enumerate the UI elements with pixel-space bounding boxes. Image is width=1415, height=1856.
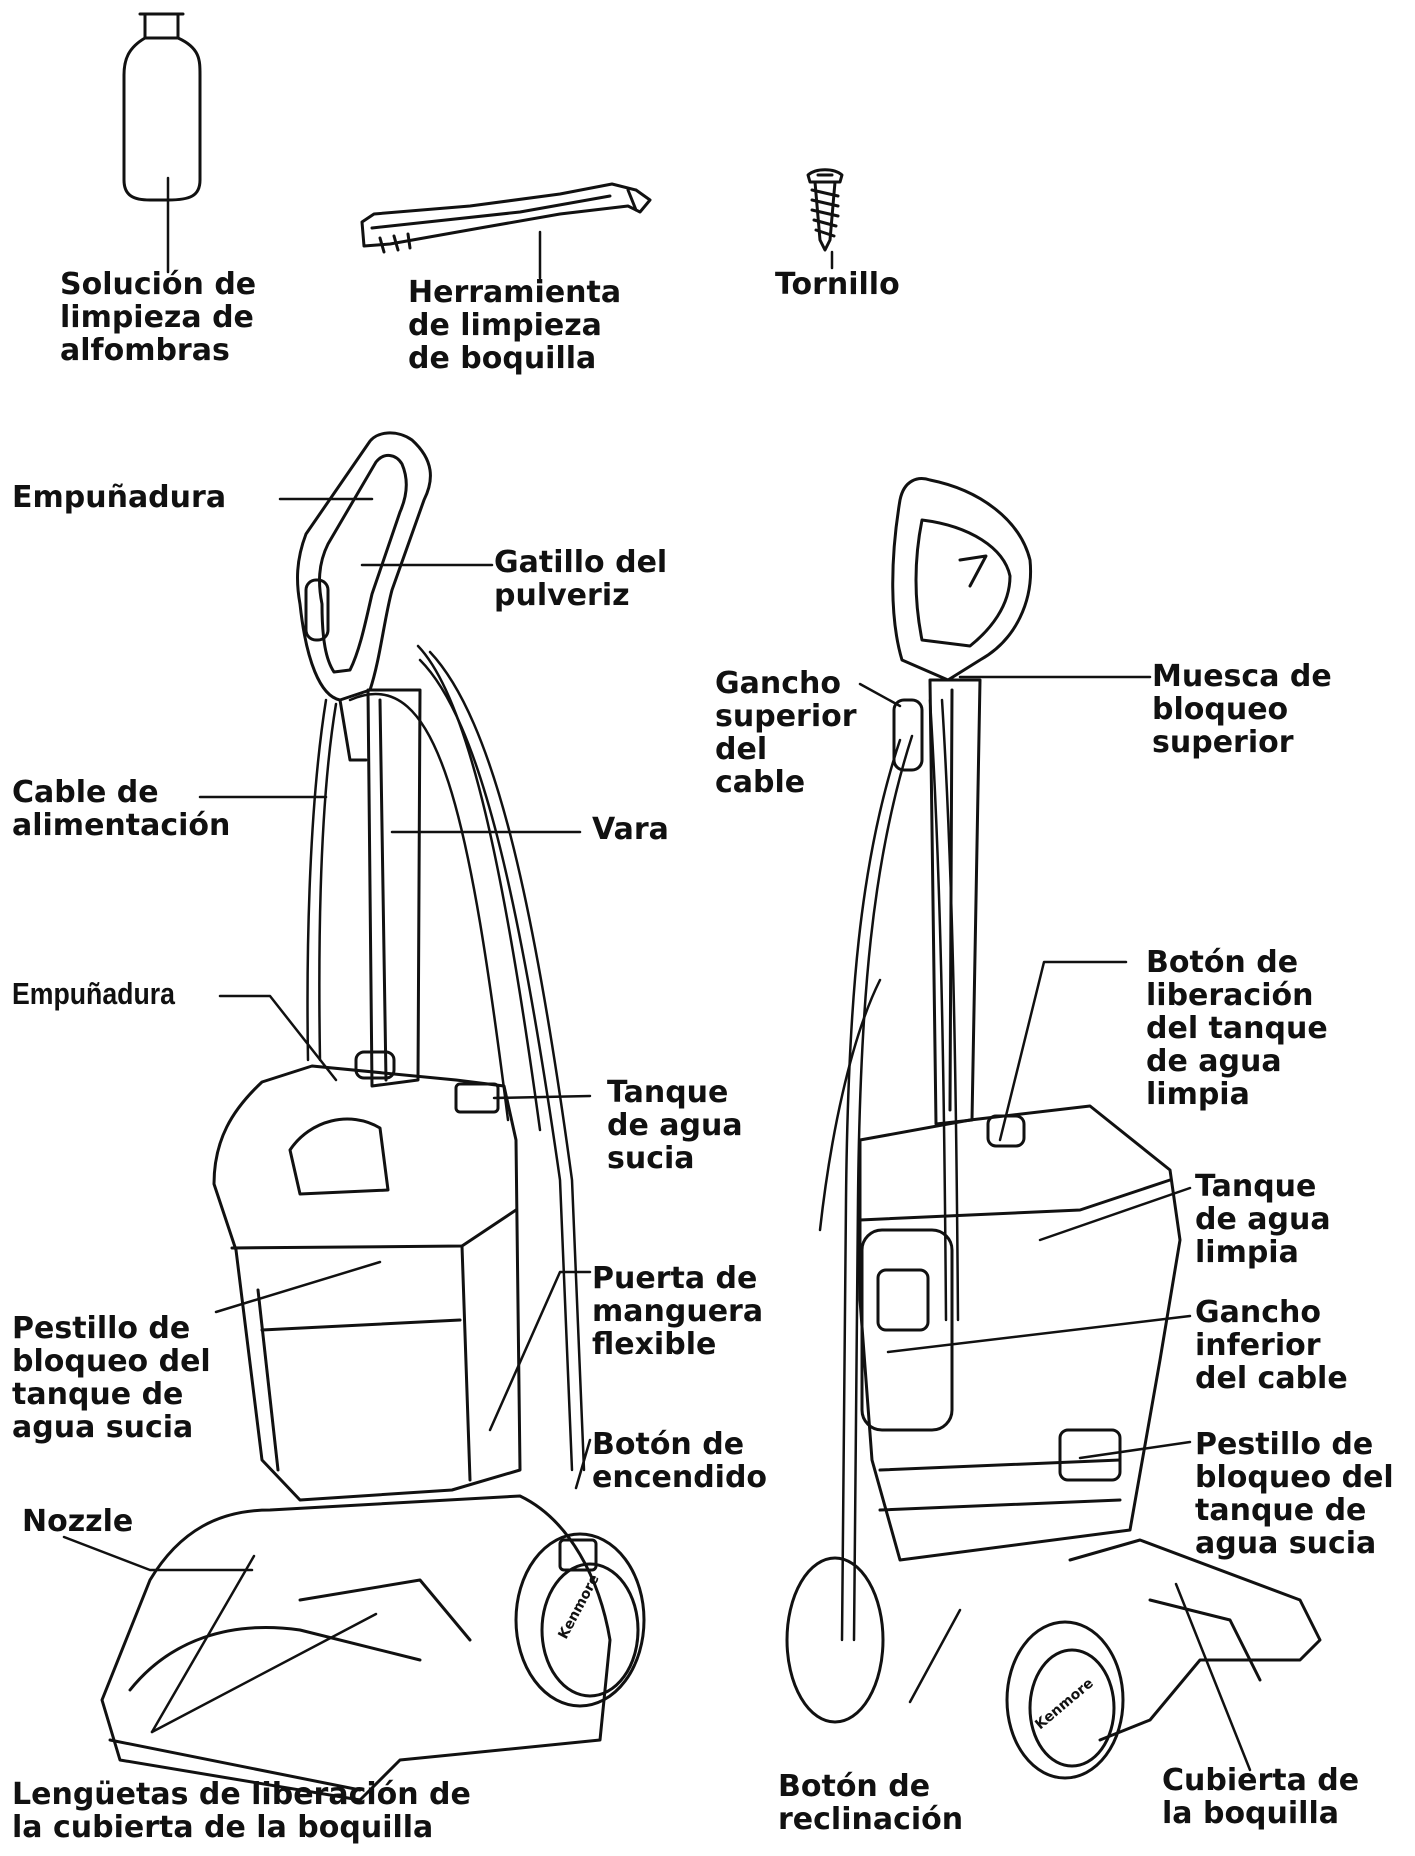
label-carpet-solution: Solución de limpieza de alfombras [60,267,257,368]
label-dirty-tank-latch: Pestillo de bloqueo del tanque de agua s… [12,1311,211,1445]
label-wand: Vara [592,812,669,847]
label-handle-grip: Empuñadura [12,480,227,515]
front-handle-icon [296,431,432,702]
label-screw: Tornillo [775,267,900,302]
label-nozzle: Nozzle [22,1504,134,1539]
label-spray-trigger: Gatillo del pulveriz [494,545,668,613]
label-upper-lock-notch: Muesca de bloqueo superior [1152,659,1332,760]
rear-power-cord-icon [818,698,960,1642]
label-upper-cord-hook: Gancho superior del cable [715,666,857,800]
label-dirty-tank-latch-rear: Pestillo de bloqueo del tanque de agua s… [1195,1427,1394,1561]
front-brand-logo: Kenmore [555,1572,602,1642]
label-recline-button: Botón de reclinación [778,1769,964,1837]
rear-brand-logo: Kenmore [1032,1675,1096,1733]
label-nozzle-cleaning-tool: Herramienta de limpieza de boquilla [408,275,622,376]
label-clean-water-tank: Tanque de agua limpia [1195,1169,1331,1270]
nozzle-cleaning-tool-icon [360,182,652,254]
label-dirty-water-tank: Tanque de agua sucia [607,1075,743,1176]
rear-wand-icon [892,678,982,1126]
leader-lines [62,176,1252,1772]
rear-tank-body-icon [858,1104,1182,1562]
label-power-button: Botón de encendido [592,1427,768,1495]
front-tank-body-icon [212,1050,522,1502]
label-nozzle-cover: Cubierta de la boquilla [1162,1763,1360,1831]
front-power-cord-icon [306,644,586,1472]
solution-bottle-icon [122,12,202,202]
front-nozzle-base-icon [100,1494,612,1802]
label-carry-handle: Empuñadura [12,976,175,1011]
label-hose-door: Puerta de manguera flexible [592,1261,764,1362]
front-wand-icon [338,688,422,1088]
label-clean-tank-release: Botón de liberación del tanque de agua l… [1146,945,1328,1112]
rear-handle-icon [891,477,1033,682]
rear-wheel-icon [785,1556,1125,1780]
label-power-cord: Cable de alimentación [12,775,231,843]
label-nozzle-cover-tabs: Lengüetas de liberación de la cubierta d… [12,1777,471,1845]
rear-nozzle-base-icon [1068,1538,1322,1742]
front-wheel-icon [514,1532,646,1708]
label-lower-cord-hook: Gancho inferior del cable [1195,1295,1348,1396]
screw-icon [806,168,844,252]
